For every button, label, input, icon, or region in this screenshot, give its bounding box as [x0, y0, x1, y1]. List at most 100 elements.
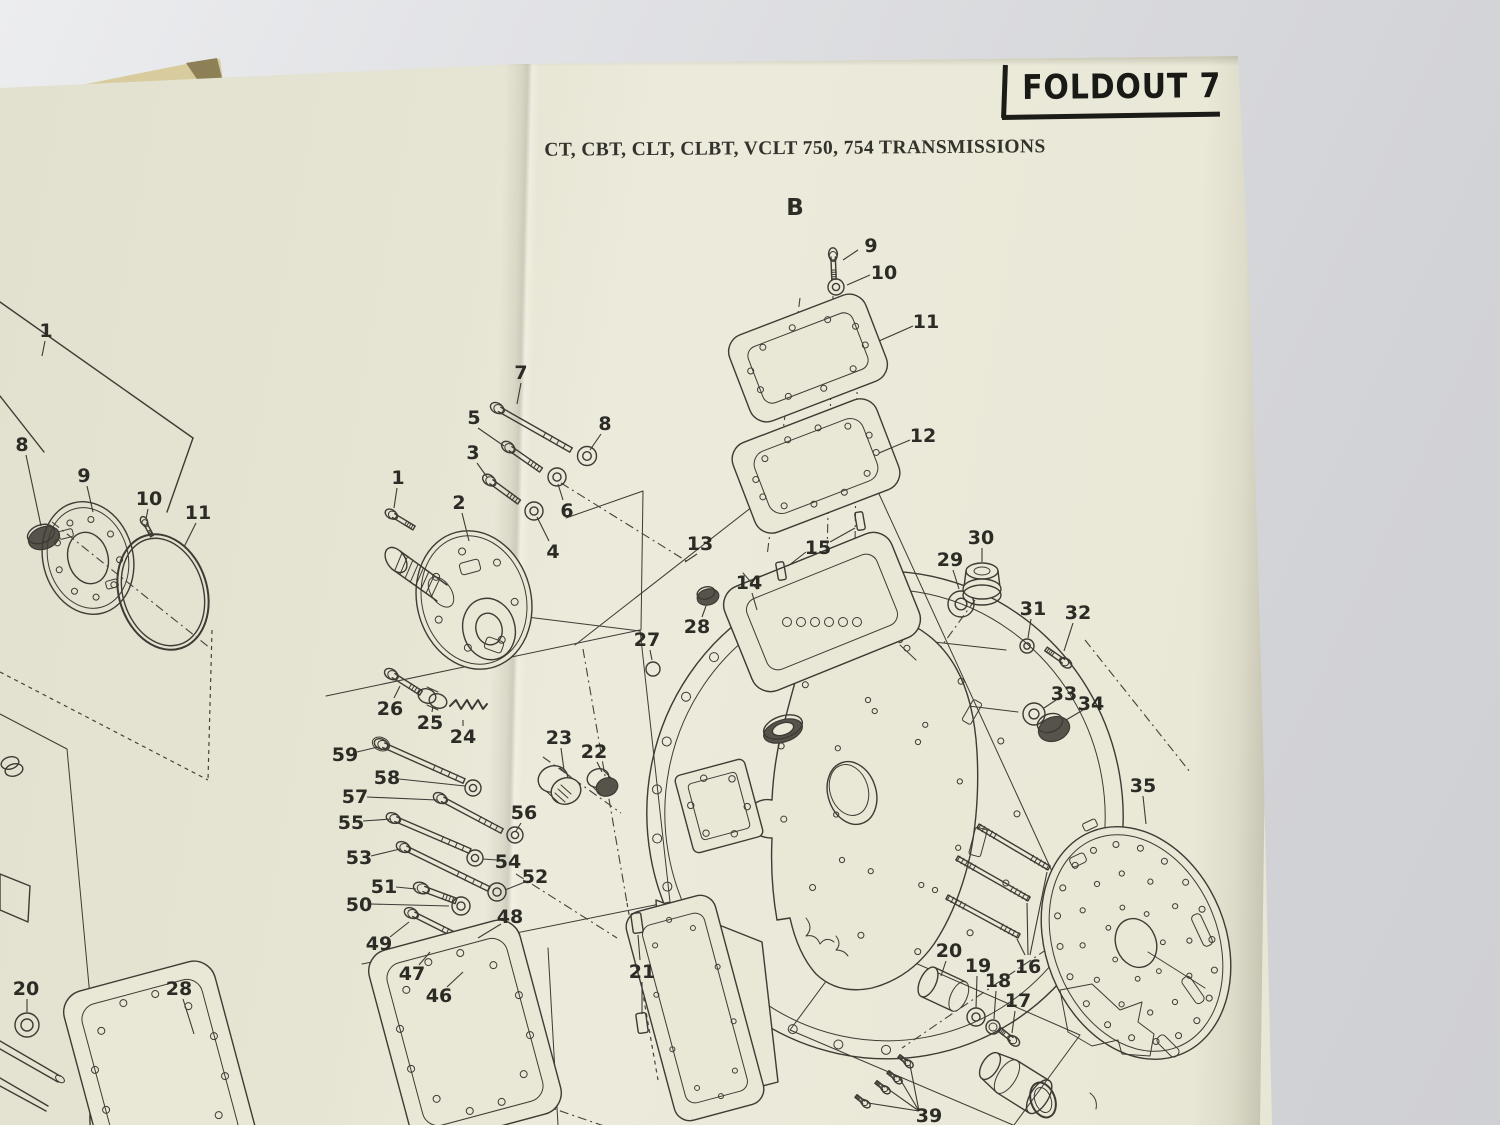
callout-54: 54 — [495, 851, 521, 873]
leader-line — [398, 778, 466, 787]
leader-line — [1142, 795, 1147, 825]
leader-line — [41, 340, 46, 357]
callout-19: 19 — [965, 955, 991, 977]
callout-3: 3 — [466, 442, 479, 464]
leader-line — [461, 512, 470, 542]
callout-17: 17 — [1005, 990, 1031, 1012]
leader-line — [477, 427, 505, 447]
right-plugs-drawing — [947, 562, 1073, 743]
callout-21: 21 — [629, 961, 655, 983]
leader-line — [504, 881, 526, 891]
leader-line — [418, 951, 431, 966]
leader-line — [389, 921, 410, 938]
section-label: B — [786, 195, 804, 221]
callout-23: 23 — [546, 727, 572, 749]
leader-line — [516, 382, 522, 405]
callout-49: 49 — [366, 933, 392, 955]
leader-line — [25, 454, 42, 527]
callout-50: 50 — [346, 894, 372, 916]
leader-line — [701, 605, 707, 618]
callout-6: 6 — [560, 500, 573, 522]
callout-47: 47 — [399, 963, 425, 985]
leader-line — [846, 274, 871, 286]
callout-30: 30 — [968, 527, 994, 549]
callout-34: 34 — [1078, 693, 1104, 715]
callout-11: 11 — [185, 502, 211, 524]
leader-line — [1011, 1010, 1016, 1034]
leader-line — [446, 971, 464, 988]
callout-10: 10 — [871, 262, 897, 284]
leader-line — [940, 960, 947, 977]
callout-20: 20 — [936, 940, 962, 962]
leader-line — [370, 848, 401, 857]
callout-48: 48 — [497, 906, 523, 928]
leader-line — [515, 822, 522, 832]
pump-assembly-drawing — [384, 401, 598, 670]
callout-4: 4 — [546, 541, 559, 563]
leader-line — [787, 551, 807, 567]
callout-14: 14 — [736, 572, 762, 594]
leader-line — [1043, 699, 1057, 709]
leader-line — [1016, 938, 1026, 956]
callout-29: 29 — [937, 549, 963, 571]
leader-line — [362, 818, 392, 822]
callout-28: 28 — [166, 978, 192, 1000]
leader-line — [183, 522, 197, 548]
callout-25: 25 — [417, 712, 443, 734]
callout-57: 57 — [342, 786, 368, 808]
callout-18: 18 — [985, 970, 1011, 992]
callout-33: 33 — [1051, 683, 1077, 705]
callout-5: 5 — [467, 407, 480, 429]
callout-16: 16 — [1015, 956, 1041, 978]
callout-1: 1 — [391, 467, 404, 489]
callout-22: 22 — [581, 741, 607, 763]
leader-line — [557, 483, 564, 501]
callout-32: 32 — [1065, 602, 1091, 624]
leader-line — [1063, 622, 1074, 652]
leader-line — [1065, 709, 1084, 721]
top-cover-drawing — [727, 247, 901, 534]
leader-line — [867, 1102, 920, 1112]
callout-9: 9 — [864, 235, 877, 257]
leader-line — [482, 858, 498, 861]
leader-line — [182, 998, 195, 1035]
callout-53: 53 — [346, 847, 372, 869]
leader-line — [887, 1088, 920, 1112]
callout-7: 7 — [514, 362, 527, 384]
leader-line — [829, 527, 856, 543]
callout-51: 51 — [371, 876, 397, 898]
callout-46: 46 — [426, 985, 452, 1007]
fastener-cluster-drawing — [371, 667, 619, 974]
leader-line — [993, 990, 997, 1020]
leader-line — [637, 934, 641, 961]
leader-line — [878, 439, 911, 454]
leader-line — [589, 433, 602, 451]
callout-12: 12 — [910, 425, 936, 447]
leader-line — [1027, 618, 1032, 639]
callout-24: 24 — [450, 726, 476, 748]
leader-line — [1029, 871, 1048, 956]
leader-line — [952, 569, 960, 590]
leader-line — [145, 508, 149, 520]
leader-line — [649, 649, 653, 661]
callout-28: 28 — [684, 616, 710, 638]
callout-55: 55 — [338, 812, 364, 834]
bottom-parts-drawing — [63, 911, 1097, 1125]
leader-line — [909, 1064, 920, 1112]
callout-10: 10 — [136, 488, 162, 510]
flexplate-35-drawing — [1040, 818, 1232, 1060]
callout-27: 27 — [634, 629, 660, 651]
callout-15: 15 — [805, 537, 831, 559]
callout-8: 8 — [15, 434, 28, 456]
callout-9: 9 — [77, 465, 90, 487]
callout-11: 11 — [913, 311, 939, 333]
leader-line — [596, 761, 603, 773]
callout-20: 20 — [13, 978, 39, 1000]
leader-line — [975, 975, 978, 1009]
leader-line — [395, 886, 417, 890]
leader-line — [536, 516, 550, 542]
leader-line — [899, 1078, 920, 1112]
callout-52: 52 — [522, 866, 548, 888]
leader-line — [560, 747, 565, 771]
callout-26: 26 — [377, 698, 403, 720]
